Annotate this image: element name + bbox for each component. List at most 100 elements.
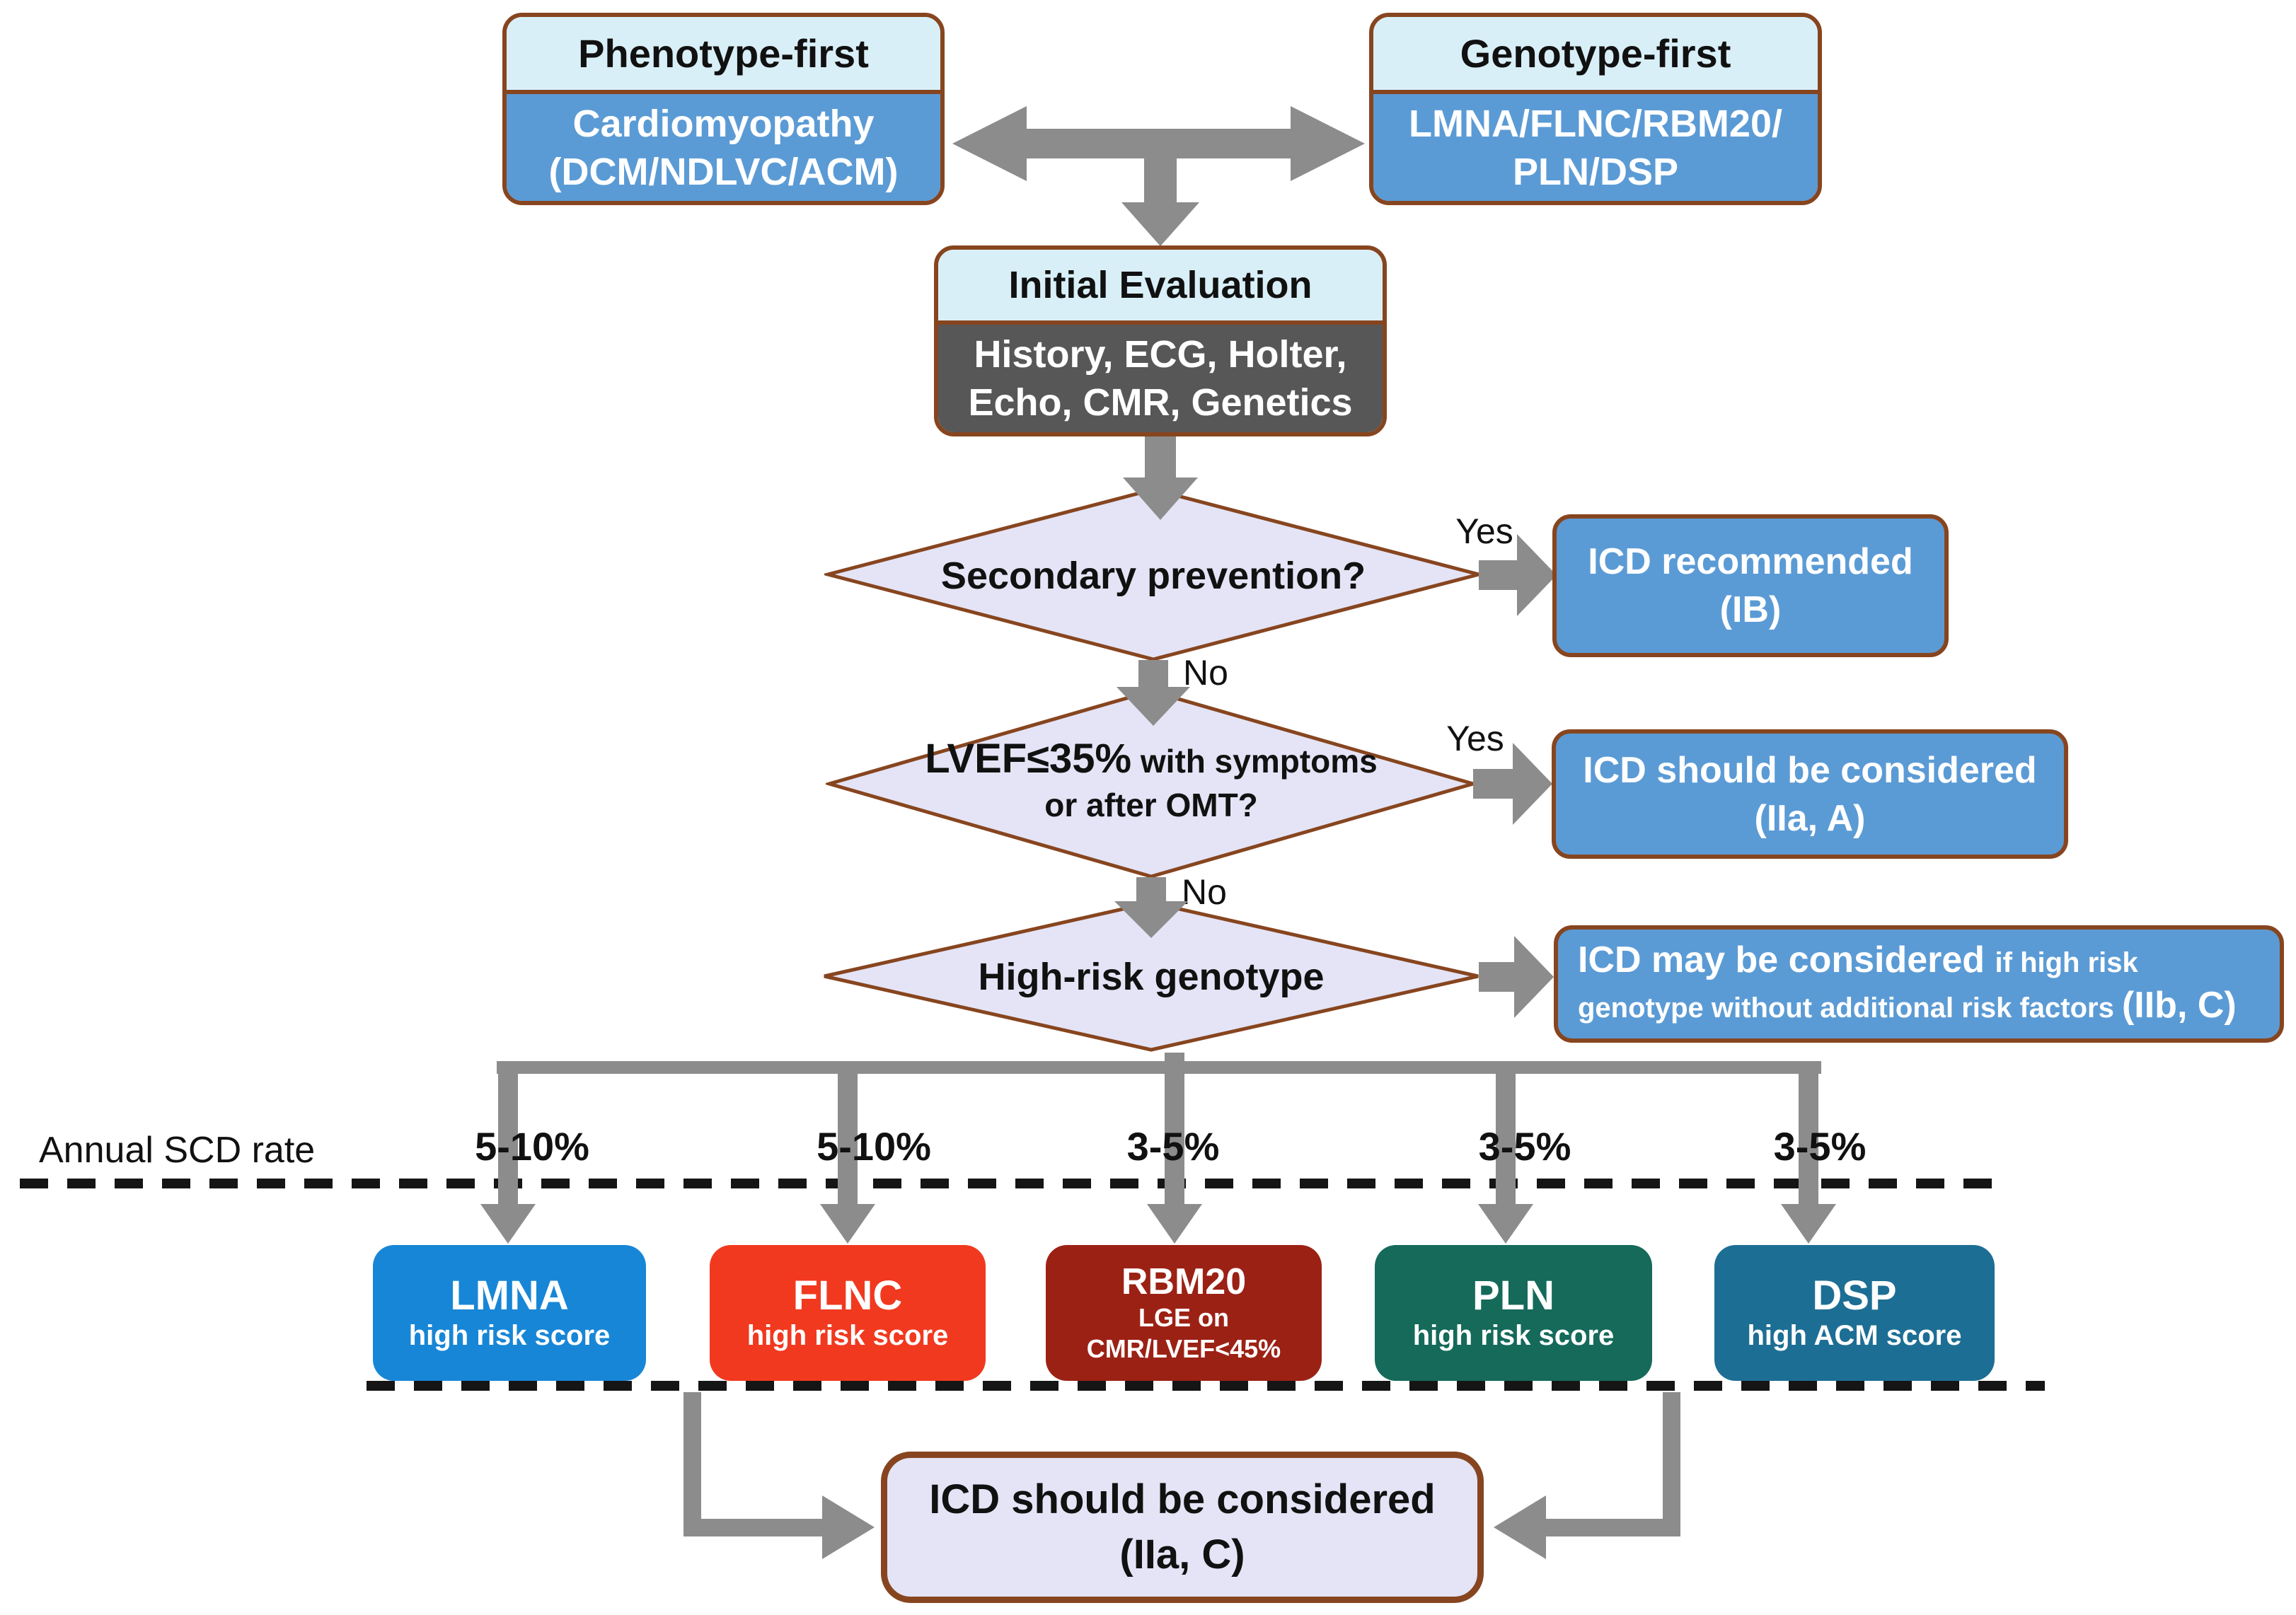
arrowhead-d2-yes-icon	[1513, 743, 1552, 825]
top-double-arrow-shaft	[1019, 129, 1298, 158]
gene-flnc-name: FLNC	[792, 1273, 903, 1319]
genotype-first-header: Genotype-first	[1373, 17, 1818, 94]
arrowhead-d1-yes-icon	[1517, 534, 1557, 616]
initial-evaluation-body: History, ECG, Holter, Echo, CMR, Genetic…	[938, 325, 1383, 432]
initial-evaluation-header: Initial Evaluation	[938, 250, 1383, 325]
outcome2-line1: ICD should be considered	[1583, 749, 2037, 791]
phenotype-body-line2: (DCM/NDLVC/ACM)	[548, 150, 899, 193]
distribution-collector-bar	[497, 1061, 1821, 1074]
drop-arrowhead-rbm20-icon	[1147, 1204, 1202, 1244]
gene-pln-name: PLN	[1472, 1273, 1554, 1319]
phenotype-first-box: Phenotype-first Cardiomyopathy (DCM/NDLV…	[502, 13, 945, 205]
initial-evaluation-box: Initial Evaluation History, ECG, Holter,…	[934, 245, 1387, 436]
drop-rbm20	[1165, 1053, 1184, 1204]
drop-flnc	[838, 1061, 858, 1204]
outcome1-line1: ICD recommended	[1588, 541, 1913, 582]
gene-lmna-sub: high risk score	[408, 1320, 611, 1351]
gene-pln-sub: high risk score	[1412, 1320, 1615, 1351]
genotype-first-box: Genotype-first LMNA/FLNC/RBM20/ PLN/DSP	[1369, 13, 1822, 205]
gene-box-dsp: DSP high ACM score	[1714, 1245, 1995, 1381]
outcome3-line2-big: (IIb, C)	[2121, 985, 2237, 1026]
gene-row-dashed-line	[367, 1381, 2045, 1391]
arrowhead-d1-no-icon	[1117, 687, 1190, 726]
decision1-question: Secondary prevention?	[940, 555, 1366, 597]
final-connector-right-horizontal	[1545, 1519, 1680, 1536]
initial-evaluation-line2: Echo, CMR, Genetics	[968, 381, 1353, 424]
decision1-diamond	[824, 487, 1482, 661]
scd-rate-lmna: 5-10%	[475, 1124, 589, 1169]
final-arrowhead-left-icon	[822, 1495, 875, 1559]
connector-d2-no	[1136, 877, 1166, 901]
connector-eval-to-d1	[1145, 436, 1176, 477]
outcome3-line1: ICD may be considered if high risk	[1578, 939, 2138, 984]
decision2-diamond	[826, 689, 1477, 879]
connector-d2-yes	[1473, 769, 1517, 799]
phenotype-first-body: Cardiomyopathy (DCM/NDLVC/ACM)	[507, 94, 940, 201]
gene-rbm20-sub1: LGE on	[1138, 1303, 1229, 1332]
outcome3-box: ICD may be considered if high risk genot…	[1554, 925, 2284, 1043]
decision2-question-line2: or after OMT?	[1044, 787, 1258, 823]
phenotype-first-header: Phenotype-first	[507, 17, 940, 94]
connector-d3-yes	[1479, 962, 1520, 992]
decision2-no-label: No	[1182, 872, 1227, 912]
decision2-yes-label: Yes	[1446, 719, 1504, 758]
drop-pln	[1496, 1061, 1516, 1204]
drop-arrowhead-dsp-icon	[1781, 1204, 1836, 1244]
genotype-body-line1: LMNA/FLNC/RBM20/	[1409, 102, 1782, 145]
gene-flnc-sub: high risk score	[746, 1320, 949, 1351]
decision2-question: LVEF≤35% with symptoms or after OMT?	[868, 737, 1434, 827]
final-connector-right-vertical	[1663, 1392, 1680, 1536]
drop-arrowhead-pln-icon	[1478, 1204, 1533, 1244]
scd-rate-rbm20: 3-5%	[1126, 1124, 1220, 1169]
decision2-question-main: LVEF≤35%	[925, 736, 1132, 782]
arrowhead-eval-to-d1-icon	[1123, 477, 1198, 520]
gene-rbm20-name: RBM20	[1121, 1261, 1247, 1302]
outcome2-box: ICD should be considered (IIa, A)	[1552, 729, 2068, 859]
scd-rate-dsp: 3-5%	[1773, 1124, 1867, 1169]
initial-evaluation-line1: History, ECG, Holter,	[974, 333, 1347, 376]
phenotype-body-line1: Cardiomyopathy	[572, 102, 875, 145]
final-box-line2: (IIa, C)	[1119, 1532, 1245, 1578]
final-connector-left-horizontal	[683, 1519, 828, 1536]
drop-arrowhead-lmna-icon	[480, 1204, 536, 1244]
outcome3-line2-small: genotype without additional risk factors	[1578, 992, 2122, 1024]
top-arrowhead-right-icon	[1291, 106, 1365, 181]
gene-dsp-name: DSP	[1812, 1273, 1897, 1319]
final-arrowhead-right-icon	[1494, 1495, 1546, 1559]
drop-dsp	[1799, 1061, 1818, 1204]
gene-dsp-sub: high ACM score	[1747, 1320, 1962, 1351]
arrowhead-d3-yes-icon	[1514, 936, 1554, 1018]
scd-rate-pln: 3-5%	[1478, 1124, 1571, 1169]
top-down-connector	[1144, 157, 1177, 202]
genotype-body-line2: PLN/DSP	[1512, 150, 1679, 193]
gene-box-lmna: LMNA high risk score	[373, 1245, 646, 1381]
outcome1-line2: (IB)	[1719, 589, 1782, 630]
final-recommendation-box: ICD should be considered (IIa, C)	[881, 1452, 1484, 1603]
arrowhead-d2-no-icon	[1114, 901, 1188, 938]
genotype-first-body: LMNA/FLNC/RBM20/ PLN/DSP	[1373, 94, 1818, 201]
gene-box-pln: PLN high risk score	[1375, 1245, 1652, 1381]
gene-lmna-name: LMNA	[450, 1273, 569, 1319]
outcome3-line1-big: ICD may be considered	[1578, 939, 1995, 980]
outcome1-box: ICD recommended (IB)	[1552, 514, 1949, 657]
outcome2-line2: (IIa, A)	[1754, 797, 1866, 839]
decision1-no-label: No	[1183, 653, 1228, 693]
connector-d1-no	[1138, 660, 1168, 687]
scd-rate-dashed-line	[20, 1179, 2004, 1188]
decision1-yes-label: Yes	[1455, 511, 1513, 551]
drop-lmna	[498, 1061, 518, 1204]
top-arrowhead-left-icon	[952, 106, 1027, 181]
drop-arrowhead-flnc-icon	[820, 1204, 875, 1244]
outcome3-line2: genotype without additional risk factors…	[1578, 984, 2237, 1029]
decision3-question: High-risk genotype	[978, 956, 1325, 998]
gene-box-rbm20: RBM20 LGE on CMR/LVEF<45%	[1046, 1245, 1322, 1381]
connector-d1-yes	[1479, 560, 1523, 590]
decision3-diamond	[824, 901, 1479, 1052]
final-connector-left-vertical	[683, 1392, 701, 1536]
final-box-line1: ICD should be considered	[929, 1476, 1436, 1522]
top-down-arrowhead-icon	[1121, 202, 1199, 246]
gene-box-flnc: FLNC high risk score	[710, 1245, 986, 1381]
annual-scd-rate-label: Annual SCD rate	[39, 1130, 316, 1171]
outcome3-line1-small: if high risk	[1995, 947, 2138, 978]
